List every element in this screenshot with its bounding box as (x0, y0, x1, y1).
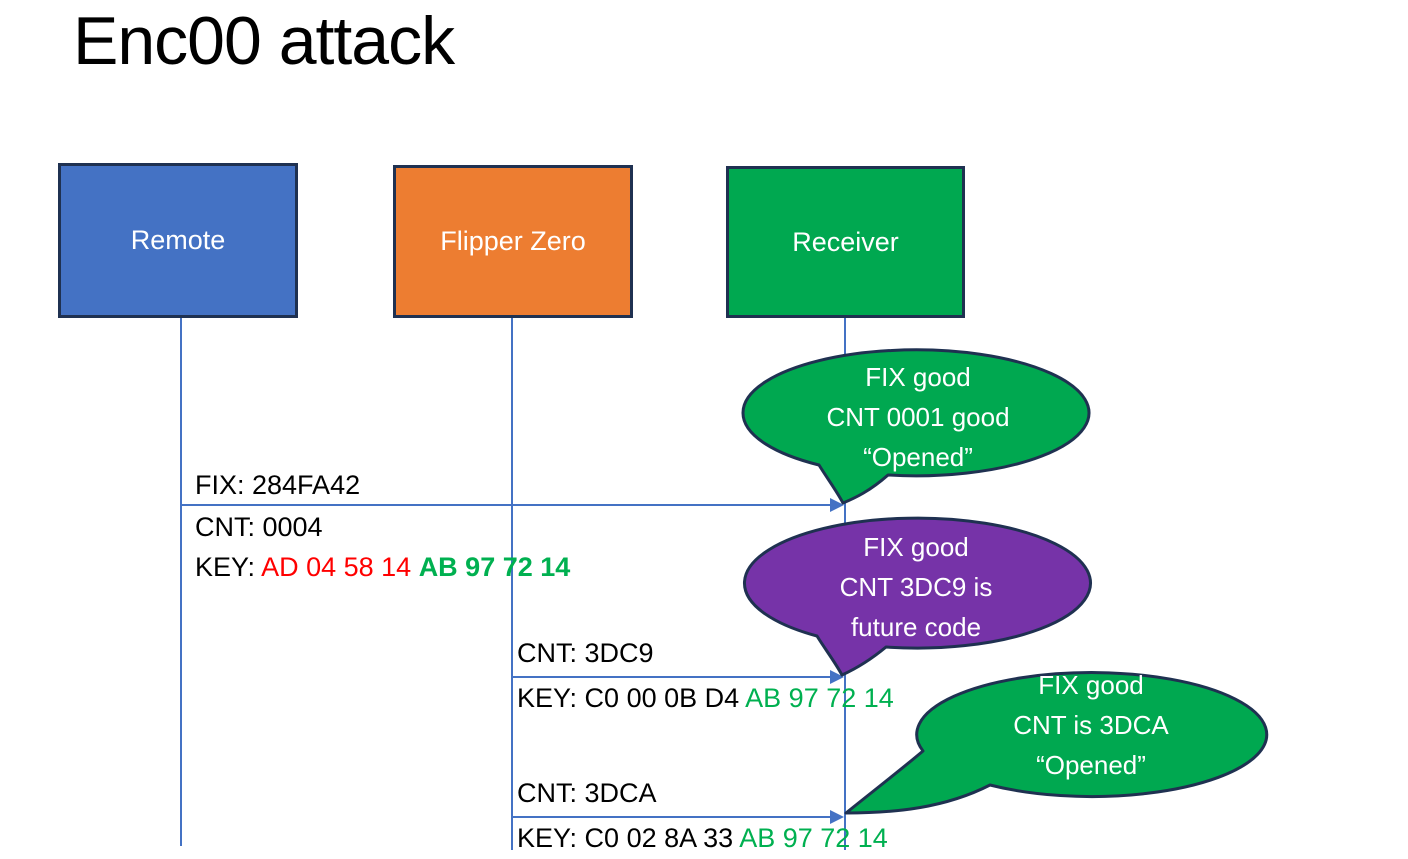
bubble2-line3: future code (850, 612, 982, 642)
message1-key-label: KEY: AD 04 58 14 AB 97 72 14 (195, 552, 570, 582)
message3-cnt-label: CNT: 3DCA (517, 778, 657, 808)
bubble2-line2: CNT 3DC9 is (839, 572, 993, 602)
message2-key-changing-bytes: C0 00 0B D4 (584, 683, 746, 713)
actor-box-receiver: Receiver (726, 166, 965, 318)
speech-bubble-2-shape (742, 516, 1092, 677)
speech-bubble-1-callout (741, 348, 1091, 505)
arrow-remote-to-receiver (181, 504, 831, 506)
speech-bubble-3-callout (844, 671, 1269, 815)
arrow-flipper-to-receiver-1 (512, 676, 831, 678)
actor-box-remote: Remote (58, 163, 298, 318)
actor-label-receiver: Receiver (792, 226, 899, 257)
actor-box-flipper-zero: Flipper Zero (393, 165, 633, 318)
arrow-flipper-to-receiver-2 (512, 816, 831, 818)
message1-key-prefix: KEY: (195, 552, 262, 582)
speech-bubble-2-text: FIX good CNT 3DC9 is future code (766, 527, 1066, 647)
lifeline-remote (180, 318, 182, 846)
speech-bubble-3-shape (844, 671, 1269, 815)
bubble3-line1: FIX good (1038, 670, 1144, 700)
bubble1-line3: “Opened” (863, 442, 973, 472)
message3-key-label: KEY: C0 02 8A 33 AB 97 72 14 (517, 823, 888, 853)
bubble1-line1: FIX good (865, 362, 971, 392)
message1-cnt-label: CNT: 0004 (195, 512, 323, 542)
speech-bubble-1-text: FIX good CNT 0001 good “Opened” (768, 357, 1068, 477)
bubble3-line2: CNT is 3DCA (1013, 710, 1169, 740)
bubble2-line1: FIX good (863, 532, 969, 562)
message2-cnt-label: CNT: 3DC9 (517, 638, 654, 668)
message3-key-fixed-bytes: AB 97 72 14 (739, 823, 888, 853)
actor-label-remote: Remote (130, 225, 226, 255)
message2-key-prefix: KEY: (517, 683, 585, 713)
message1-key-fixed-bytes: AB 97 72 14 (418, 552, 571, 582)
message3-key-changing-bytes: C0 02 8A 33 (584, 823, 740, 853)
bubble1-line2: CNT 0001 good (826, 402, 1010, 432)
bubble3-line3: “Opened” (1036, 750, 1146, 780)
speech-bubble-1-shape (741, 348, 1091, 505)
message1-key-changing-bytes: AD 04 58 14 (261, 552, 419, 582)
page-title: Enc00 attack (73, 3, 455, 79)
speech-bubble-2-callout (742, 516, 1092, 677)
speech-bubble-3-text: FIX good CNT is 3DCA “Opened” (941, 665, 1241, 785)
lifeline-flipper-zero (511, 318, 513, 850)
arrowhead-flipper-to-receiver-2 (830, 810, 844, 824)
message2-key-fixed-bytes: AB 97 72 14 (745, 683, 894, 713)
message3-key-prefix: KEY: (517, 823, 585, 853)
actor-label-flipper-zero: Flipper Zero (440, 226, 586, 256)
message2-key-label: KEY: C0 00 0B D4 AB 97 72 14 (517, 683, 894, 713)
message1-fix-label: FIX: 284FA42 (195, 470, 361, 500)
